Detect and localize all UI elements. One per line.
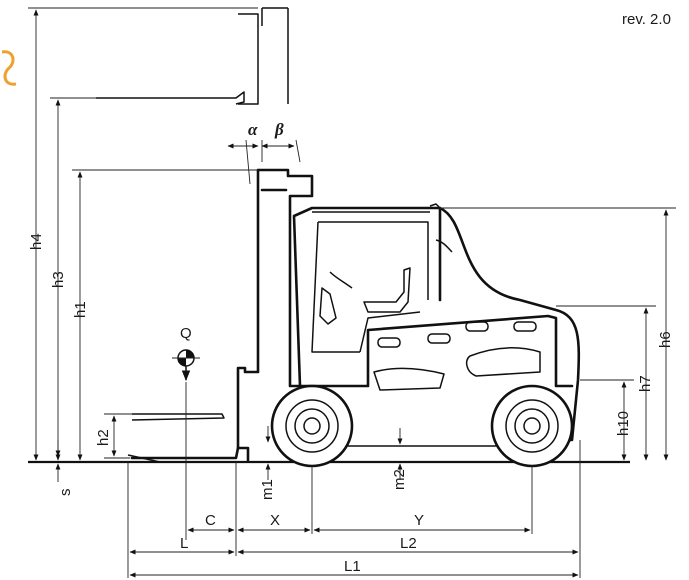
dim-h4: h4	[28, 233, 45, 250]
dim-L1: L1	[344, 558, 361, 575]
rear-wheel	[490, 384, 574, 468]
dim-h6: h6	[657, 331, 674, 348]
dim-s: s	[57, 489, 74, 497]
beta-symbol: β	[274, 120, 284, 139]
front-wheel	[270, 384, 354, 468]
operator-seat	[319, 267, 411, 325]
counterweight	[435, 206, 581, 442]
dim-L2: L2	[400, 535, 417, 552]
dim-Y: Y	[414, 512, 424, 529]
dim-L: L	[180, 535, 188, 552]
tilt-angle-markers	[227, 139, 301, 185]
load-center-symbol	[172, 349, 200, 540]
ground-clearance-dimensions	[265, 426, 403, 480]
dim-h1: h1	[72, 301, 89, 318]
dim-h7: h7	[637, 375, 654, 392]
dim-h10: h10	[615, 411, 632, 436]
dim-h3: h3	[50, 271, 67, 288]
mast	[127, 168, 314, 463]
overhead-guard	[292, 203, 442, 388]
right-height-dimensions	[440, 207, 676, 461]
dim-m2: m2	[391, 469, 408, 490]
dim-X: X	[270, 512, 280, 529]
left-height-dimensions	[28, 7, 258, 482]
extended-mast	[96, 7, 289, 105]
alpha-symbol: α	[248, 120, 258, 139]
length-dimensions	[127, 440, 581, 578]
dim-m1: m1	[259, 479, 276, 500]
logo-fragment	[1, 50, 17, 86]
revision-label: rev. 2.0	[622, 11, 671, 28]
raised-fork	[131, 413, 225, 421]
dim-h2: h2	[95, 429, 112, 446]
load-symbol: Q	[180, 325, 192, 342]
dim-C: C	[205, 512, 216, 529]
